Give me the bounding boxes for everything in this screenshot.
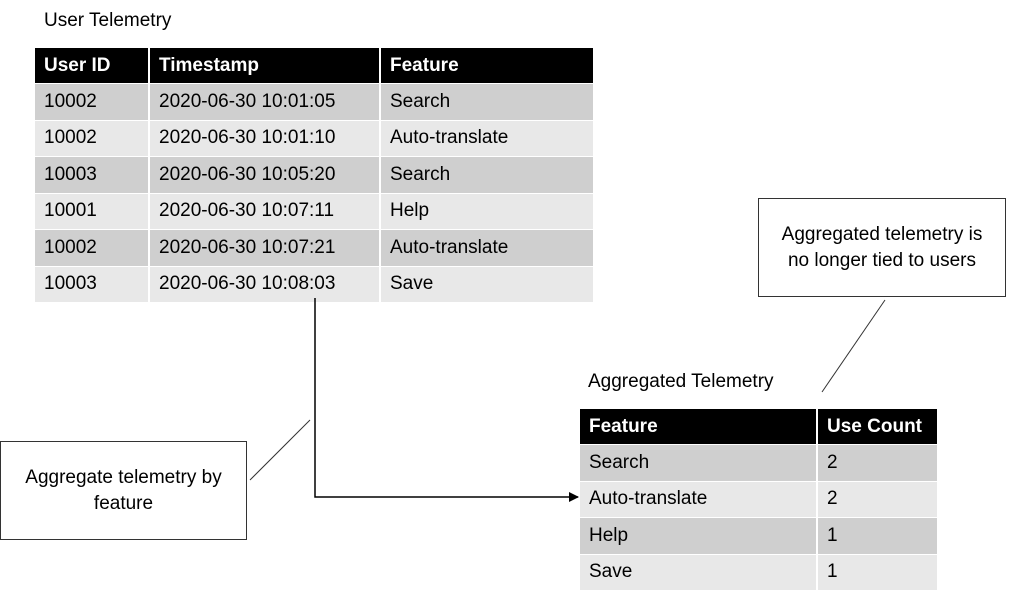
- user-id-cell: 10003: [35, 156, 150, 193]
- aggregate-callout-pointer: [249, 419, 311, 481]
- use-count-cell: 2: [817, 480, 937, 518]
- table-row: Search 2: [580, 444, 937, 481]
- table-header-row: User ID Timestamp Feature: [35, 48, 593, 84]
- feature-cell: Auto-translate: [580, 480, 818, 518]
- table-row: 10003 2020-06-30 10:08:03 Save: [35, 265, 593, 302]
- feature-cell: Auto-translate: [380, 119, 593, 157]
- table-row: 10001 2020-06-30 10:07:11 Help: [35, 192, 593, 230]
- user-telemetry-title: User Telemetry: [44, 10, 172, 31]
- feature-cell: Auto-translate: [380, 229, 593, 266]
- table-row: 10002 2020-06-30 10:07:21 Auto-translate: [35, 229, 593, 266]
- column-header-feature: Feature: [380, 48, 593, 84]
- column-header-use-count: Use Count: [817, 409, 937, 445]
- aggregate-step-text: Aggregate telemetry by feature: [25, 466, 222, 514]
- feature-cell: Save: [580, 553, 818, 590]
- table-header-row: Feature Use Count: [580, 409, 937, 445]
- user-id-cell: 10002: [35, 229, 150, 266]
- use-count-cell: 1: [817, 553, 937, 590]
- aggregation-arrow: [314, 298, 579, 502]
- timestamp-cell: 2020-06-30 10:05:20: [149, 156, 381, 193]
- column-header-timestamp: Timestamp: [149, 48, 381, 84]
- aggregate-step-callout: Aggregate telemetry by feature: [0, 441, 247, 540]
- timestamp-cell: 2020-06-30 10:08:03: [149, 265, 381, 302]
- feature-cell: Search: [380, 156, 593, 193]
- user-id-cell: 10001: [35, 192, 150, 230]
- column-header-feature: Feature: [580, 409, 818, 445]
- table-row: 10003 2020-06-30 10:05:20 Search: [35, 156, 593, 193]
- timestamp-cell: 2020-06-30 10:01:10: [149, 119, 381, 157]
- feature-cell: Search: [580, 444, 818, 481]
- table-row: Save 1: [580, 553, 937, 590]
- table-row: 10002 2020-06-30 10:01:05 Search: [35, 83, 593, 120]
- user-telemetry-table: User ID Timestamp Feature 10002 2020-06-…: [35, 48, 593, 302]
- table-row: Help 1: [580, 517, 937, 554]
- aggregated-note-text: Aggregated telemetry is no longer tied t…: [781, 223, 983, 271]
- feature-cell: Search: [380, 83, 593, 120]
- feature-cell: Save: [380, 265, 593, 302]
- timestamp-cell: 2020-06-30 10:07:11: [149, 192, 381, 230]
- use-count-cell: 1: [817, 517, 937, 554]
- aggregated-telemetry-table: Feature Use Count Search 2 Auto-translat…: [580, 409, 937, 590]
- user-id-cell: 10002: [35, 119, 150, 157]
- user-id-cell: 10002: [35, 83, 150, 120]
- aggregated-note-pointer: [821, 299, 886, 393]
- table-row: Auto-translate 2: [580, 480, 937, 518]
- aggregated-note-callout: Aggregated telemetry is no longer tied t…: [758, 198, 1006, 297]
- feature-cell: Help: [580, 517, 818, 554]
- timestamp-cell: 2020-06-30 10:01:05: [149, 83, 381, 120]
- user-id-cell: 10003: [35, 265, 150, 302]
- table-row: 10002 2020-06-30 10:01:10 Auto-translate: [35, 119, 593, 157]
- feature-cell: Help: [380, 192, 593, 230]
- aggregated-telemetry-title: Aggregated Telemetry: [588, 371, 774, 392]
- use-count-cell: 2: [817, 444, 937, 481]
- column-header-user-id: User ID: [35, 48, 150, 84]
- timestamp-cell: 2020-06-30 10:07:21: [149, 229, 381, 266]
